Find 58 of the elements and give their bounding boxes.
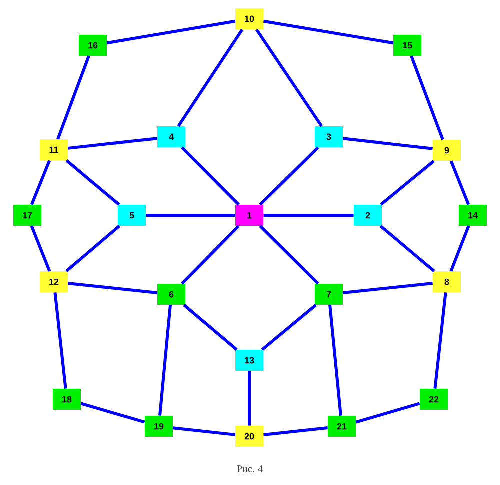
numbered-box: 17 [14, 205, 42, 226]
line [450, 160, 470, 206]
line [410, 56, 444, 140]
numbered-box: 14 [459, 205, 487, 226]
line [66, 160, 120, 206]
line [263, 20, 394, 45]
line [248, 371, 251, 426]
line [264, 426, 328, 436]
numbered-box: 15 [394, 35, 422, 56]
caption: Рис. 4 [237, 466, 263, 472]
line [158, 305, 172, 416]
line [255, 28, 324, 128]
numbered-box: 19 [145, 416, 173, 437]
line [183, 304, 238, 351]
line [146, 214, 236, 217]
line [30, 160, 52, 206]
numbered-box: 4 [158, 126, 186, 148]
line [68, 137, 158, 150]
line [259, 146, 320, 206]
line [259, 225, 320, 285]
numbered-box: 12 [40, 272, 68, 292]
line [56, 56, 90, 140]
line [380, 160, 435, 206]
line [30, 226, 52, 272]
line [264, 214, 354, 217]
numbered-box: 5 [118, 205, 146, 226]
numbered-box: 20 [236, 426, 264, 447]
numbered-box: 10 [236, 8, 264, 30]
numbered-box: 6 [158, 284, 186, 305]
line [80, 402, 146, 424]
numbered-box: 21 [328, 416, 356, 437]
line [66, 225, 120, 272]
line [450, 226, 470, 272]
line [343, 137, 433, 150]
numbered-box: 7 [315, 284, 343, 305]
line [177, 28, 244, 128]
line [356, 402, 420, 424]
numbered-box: 22 [420, 389, 448, 410]
numbered-box: 8 [433, 272, 461, 292]
line [54, 292, 68, 389]
numbered-box: 18 [53, 389, 81, 410]
line [328, 305, 342, 416]
line [173, 426, 236, 436]
numbered-box: 13 [236, 350, 264, 371]
line [106, 20, 236, 45]
numbered-box: 11 [40, 140, 68, 160]
line [343, 282, 433, 294]
numbered-box: 1 [236, 205, 264, 226]
numbered-box: 9 [433, 140, 461, 161]
line [261, 304, 318, 351]
numbered-box: 16 [79, 35, 107, 56]
line [380, 225, 436, 272]
line [181, 225, 240, 285]
line [68, 282, 158, 294]
numbered-box: 3 [315, 126, 343, 148]
numbered-box: 2 [354, 205, 382, 226]
line [181, 146, 240, 206]
line [434, 292, 448, 389]
